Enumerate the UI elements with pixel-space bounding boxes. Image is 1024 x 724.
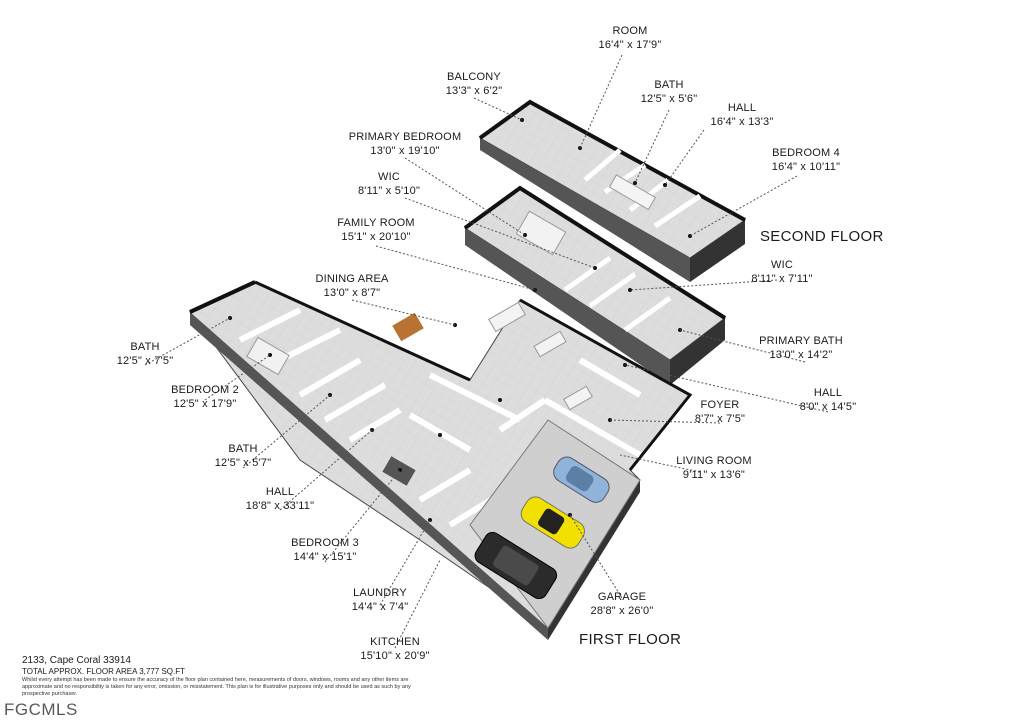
bath-upper-dims: 12'5" x 5'6" (640, 93, 698, 105)
family-room-name: FAMILY ROOM (337, 217, 415, 229)
primary-bath-name: PRIMARY BATH (759, 335, 843, 347)
label-bedroom2: BEDROOM 2 12'5" x 17'9" (171, 383, 239, 411)
first-floor-plan (189, 280, 693, 640)
disclaimer-text: Whilst every attempt has been made to en… (22, 677, 411, 697)
bath-left-name: BATH (130, 341, 160, 353)
bedroom2-dims: 12'5" x 17'9" (173, 398, 237, 410)
foyer-dims: 8'7" x 7'5" (694, 413, 746, 425)
property-address: 2133, Cape Coral 33914 (22, 655, 131, 666)
label-hall-long: HALL 18'8" x 33'11" (246, 485, 314, 513)
hall-long-dims: 18'8" x 33'11" (245, 500, 315, 512)
laundry-dims: 14'4" x 7'4" (351, 601, 409, 613)
mls-watermark: FGCMLS (4, 700, 78, 719)
label-family-room: FAMILY ROOM 15'1" x 20'10" (337, 216, 415, 244)
bath-mid-dims: 12'5" x 5'7" (214, 457, 272, 469)
bedroom3-name: BEDROOM 3 (291, 537, 359, 549)
dining-area-name: DINING AREA (315, 273, 389, 285)
second-floor-plan (463, 99, 746, 385)
label-bedroom4: BEDROOM 4 16'4" x 10'11" (772, 146, 840, 174)
label-kitchen: KITCHEN 15'10" x 20'9" (360, 635, 429, 663)
bedroom4-name: BEDROOM 4 (772, 147, 840, 159)
bedroom3-dims: 14'4" x 15'1" (293, 551, 357, 563)
hall-lower-name: HALL (813, 387, 843, 399)
family-room-dims: 15'1" x 20'10" (341, 231, 411, 243)
label-wic-left: WIC 8'11" x 5'10" (358, 170, 420, 198)
primary-bedroom-dims: 13'0" x 19'10" (370, 145, 440, 157)
label-primary-bath: PRIMARY BATH 13'0" x 14'2" (759, 334, 843, 362)
bath-mid-name: BATH (228, 443, 258, 455)
hall-lower-dims: 8'0" x 14'5" (799, 401, 857, 413)
first-floor-title: FIRST FLOOR (579, 631, 682, 648)
label-hall-upper: HALL 16'4" x 13'3" (711, 101, 774, 129)
wic-right-dims: 8'11" x 7'11" (751, 273, 813, 285)
room-dims: 16'4" x 17'9" (598, 39, 662, 51)
bedroom4-dims: 16'4" x 10'11" (771, 161, 841, 173)
label-bedroom3: BEDROOM 3 14'4" x 15'1" (291, 536, 359, 564)
label-bath-upper: BATH 12'5" x 5'6" (641, 78, 698, 106)
hall-upper-name: HALL (727, 102, 757, 114)
label-bath-mid: BATH 12'5" x 5'7" (215, 442, 272, 470)
wic-left-dims: 8'11" x 5'10" (357, 185, 421, 197)
hall-upper-dims: 16'4" x 13'3" (710, 116, 774, 128)
wic-left-name: WIC (378, 171, 400, 183)
kitchen-dims: 15'10" x 20'9" (360, 650, 430, 662)
kitchen-name: KITCHEN (370, 636, 420, 648)
label-laundry: LAUNDRY 14'4" x 7'4" (352, 586, 409, 614)
living-room-name: LIVING ROOM (676, 455, 752, 467)
foyer-name: FOYER (700, 399, 740, 411)
bath-upper-name: BATH (654, 79, 684, 91)
second-floor-title: SECOND FLOOR (760, 228, 884, 245)
leader-lines (144, 54, 829, 649)
car-yellow (520, 496, 585, 549)
plan-footer: 2133, Cape Coral 33914 TOTAL APPROX. FLO… (22, 655, 442, 698)
label-living-room: LIVING ROOM 9'11" x 13'6" (676, 454, 752, 482)
label-dining-area: DINING AREA 13'0" x 8'7" (315, 272, 388, 300)
garage-name: GARAGE (597, 591, 647, 603)
dining-area-dims: 13'0" x 8'7" (323, 287, 381, 299)
bath-left-dims: 12'5" x 7'5" (116, 355, 174, 367)
hall-long-name: HALL (265, 486, 295, 498)
room-name: ROOM (612, 25, 648, 37)
car-blue (553, 456, 610, 503)
living-room-dims: 9'11" x 13'6" (682, 469, 746, 481)
bedroom2-name: BEDROOM 2 (171, 384, 239, 396)
garage-dims: 28'8" x 26'0" (590, 605, 654, 617)
label-foyer: FOYER 8'7" x 7'5" (695, 398, 745, 426)
primary-bath-dims: 13'0" x 14'2" (769, 349, 833, 361)
primary-bedroom-name: PRIMARY BEDROOM (348, 131, 462, 143)
car-black (474, 531, 558, 600)
total-floor-area: TOTAL APPROX. FLOOR AREA 3,777 SQ.FT (22, 667, 186, 676)
laundry-name: LAUNDRY (353, 587, 407, 599)
balcony-dims: 13'3" x 6'2" (445, 85, 503, 97)
wic-right-name: WIC (771, 259, 793, 271)
label-garage: GARAGE 28'8" x 26'0" (591, 590, 654, 618)
label-wic-right: WIC 8'11" x 7'11" (751, 258, 812, 286)
label-room: ROOM 16'4" x 17'9" (599, 24, 662, 52)
label-balcony: BALCONY 13'3" x 6'2" (446, 70, 503, 98)
label-primary-bedroom: PRIMARY BEDROOM 13'0" x 19'10" (349, 130, 462, 158)
label-hall-lower: HALL 8'0" x 14'5" (800, 386, 857, 414)
balcony-name: BALCONY (447, 71, 501, 83)
label-bath-left: BATH 12'5" x 7'5" (117, 340, 174, 368)
